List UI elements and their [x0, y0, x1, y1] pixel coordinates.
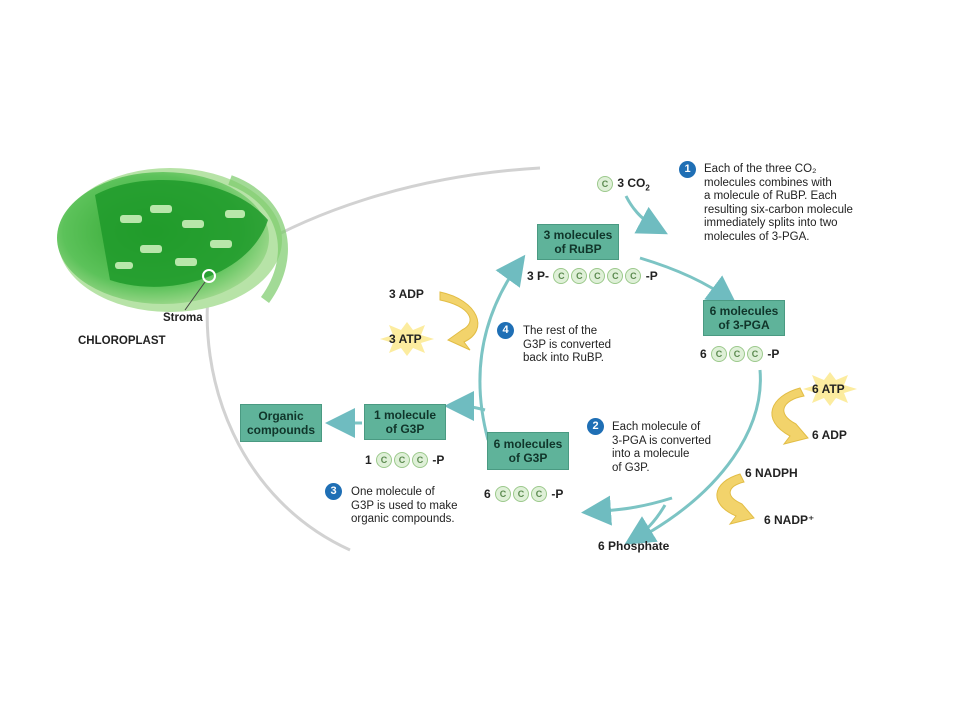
step-2-line: into a molecule	[612, 448, 690, 460]
step-3-line: One molecule of	[351, 486, 435, 498]
co2-label: 3 CO2	[617, 176, 650, 193]
pga-box-line: of 3-PGA	[718, 318, 770, 332]
carbon-atom: C	[625, 268, 642, 284]
step-4-text: The rest of the G3P is converted back in…	[523, 325, 611, 366]
carbon-atom: C	[513, 486, 530, 502]
carbon-atom: C	[589, 268, 606, 284]
step-2-text: Each molecule of 3-PGA is converted into…	[612, 421, 711, 475]
g3p-one-box-line: 1 molecule	[373, 408, 437, 422]
rubp-prefix: 3 P-	[527, 269, 550, 283]
step-1-line: immediately splits into two	[704, 217, 838, 229]
atp-burst-right	[803, 372, 857, 406]
carbon-atom: C	[711, 346, 728, 362]
chloroplast-label: CHLOROPLAST	[78, 335, 166, 347]
carbon-atom: C	[495, 486, 512, 502]
organic-box-line: Organic	[258, 409, 304, 423]
step-2-line: of G3P.	[612, 461, 650, 474]
g3p-six-box: 6 molecules of G3P	[487, 432, 569, 470]
rubp-suffix: -P	[645, 269, 658, 283]
cycle-arrows	[325, 195, 762, 545]
step-1-line: molecules of 3-PGA.	[704, 230, 810, 243]
g3p-one-prefix: 1	[365, 453, 372, 467]
step-1-line: resulting six-carbon molecule	[704, 203, 853, 216]
rubp-box: 3 molecules of RuBP	[537, 224, 619, 260]
g3p-six-prefix: 6	[484, 487, 491, 501]
step-3-text: One molecule of G3P is used to make orga…	[351, 486, 458, 527]
step-1-line: Each of the three CO₂	[704, 163, 817, 175]
step-2-badge: 2	[587, 418, 604, 435]
energy-arrows	[439, 291, 809, 525]
carbon-atom: C	[729, 346, 746, 362]
stroma-label: Stroma	[163, 312, 203, 324]
step-3-badge: 3	[325, 483, 342, 500]
step-4-line: G3P is converted	[523, 338, 612, 351]
g3p-six-box-line: of G3P	[508, 451, 548, 465]
carbon-atom: C	[376, 452, 393, 468]
step-3-line: G3P is used to make	[351, 499, 458, 512]
atp-burst-left	[380, 322, 434, 356]
carbon-atom: C	[597, 176, 613, 193]
g3p-one-box-line: of G3P	[385, 422, 425, 436]
pga-box-line: 6 molecules	[709, 304, 779, 318]
step-1-line: a molecule of RuBP. Each	[704, 190, 837, 202]
step-2-line: 3-PGA is converted	[612, 434, 712, 447]
step-1-text: Each of the three CO₂ molecules combines…	[704, 163, 853, 244]
step-3-line: organic compounds.	[351, 513, 455, 525]
adp-right-label: 6 ADP	[812, 428, 847, 442]
phosphate-label: 6 Phosphate	[598, 539, 670, 553]
carbon-atom: C	[607, 268, 624, 284]
atp-right-label: 6 ATP	[812, 382, 845, 396]
organic-compounds-box: Organic compounds	[240, 404, 322, 442]
g3p-six-suffix: -P	[551, 487, 564, 501]
pga-prefix: 6	[700, 347, 707, 361]
g3p-six-box-line: 6 molecules	[493, 437, 563, 451]
step-1-line: molecules combines with	[704, 176, 832, 189]
adp-left-label: 3 ADP	[389, 287, 424, 301]
carbon-atom: C	[553, 268, 570, 284]
pga-box: 6 molecules of 3-PGA	[703, 300, 785, 336]
atp-left-label: 3 ATP	[389, 332, 422, 346]
co2-input: C 3 CO2	[596, 176, 650, 192]
nadp-label: 6 NADP⁺	[764, 513, 815, 527]
step-4-line: The rest of the	[523, 325, 598, 337]
step-4-badge: 4	[497, 322, 514, 339]
pga-suffix: -P	[767, 347, 780, 361]
rubp-box-line: of RuBP	[554, 242, 602, 256]
carbon-atom: C	[571, 268, 588, 284]
carbon-atom: C	[394, 452, 411, 468]
carbon-atom: C	[747, 346, 764, 362]
organic-box-line: compounds	[247, 423, 315, 437]
step-4-line: back into RuBP.	[523, 352, 604, 364]
carbon-atom: C	[412, 452, 429, 468]
step-1-badge: 1	[679, 161, 696, 178]
chloroplast-illustration	[57, 168, 288, 312]
nadph-label: 6 NADPH	[745, 466, 798, 480]
rubp-box-line: 3 molecules	[543, 228, 613, 242]
g3p-one-suffix: -P	[432, 453, 445, 467]
g3p-one-box: 1 molecule of G3P	[364, 404, 446, 440]
step-2-line: Each molecule of	[612, 421, 701, 433]
carbon-atom: C	[531, 486, 548, 502]
